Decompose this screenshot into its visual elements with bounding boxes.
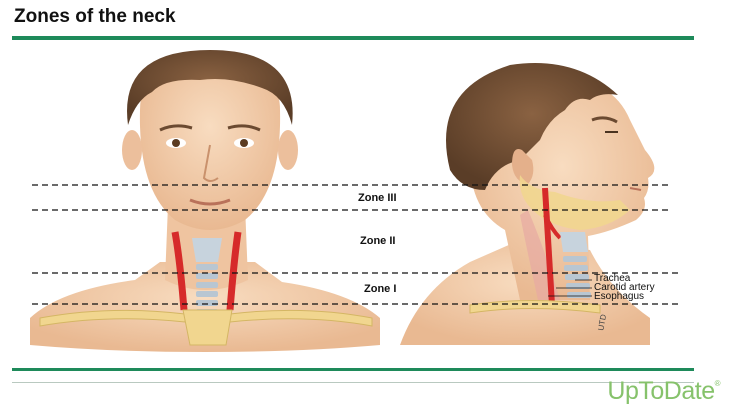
zone-3-label: Zone III <box>358 192 397 204</box>
logo-text: UpToDate <box>607 377 714 405</box>
footer-divider <box>12 368 694 371</box>
zone-2-label: Zone II <box>360 235 395 247</box>
side-view-figure <box>400 63 654 345</box>
footer-divider-thin <box>12 382 694 383</box>
registered-mark: ® <box>715 379 720 388</box>
uptodate-logo: UpToDate® <box>607 377 720 406</box>
zone-1-label: Zone I <box>364 283 396 295</box>
esophagus-label: Esophagus <box>594 292 644 302</box>
front-view-figure <box>30 50 380 352</box>
